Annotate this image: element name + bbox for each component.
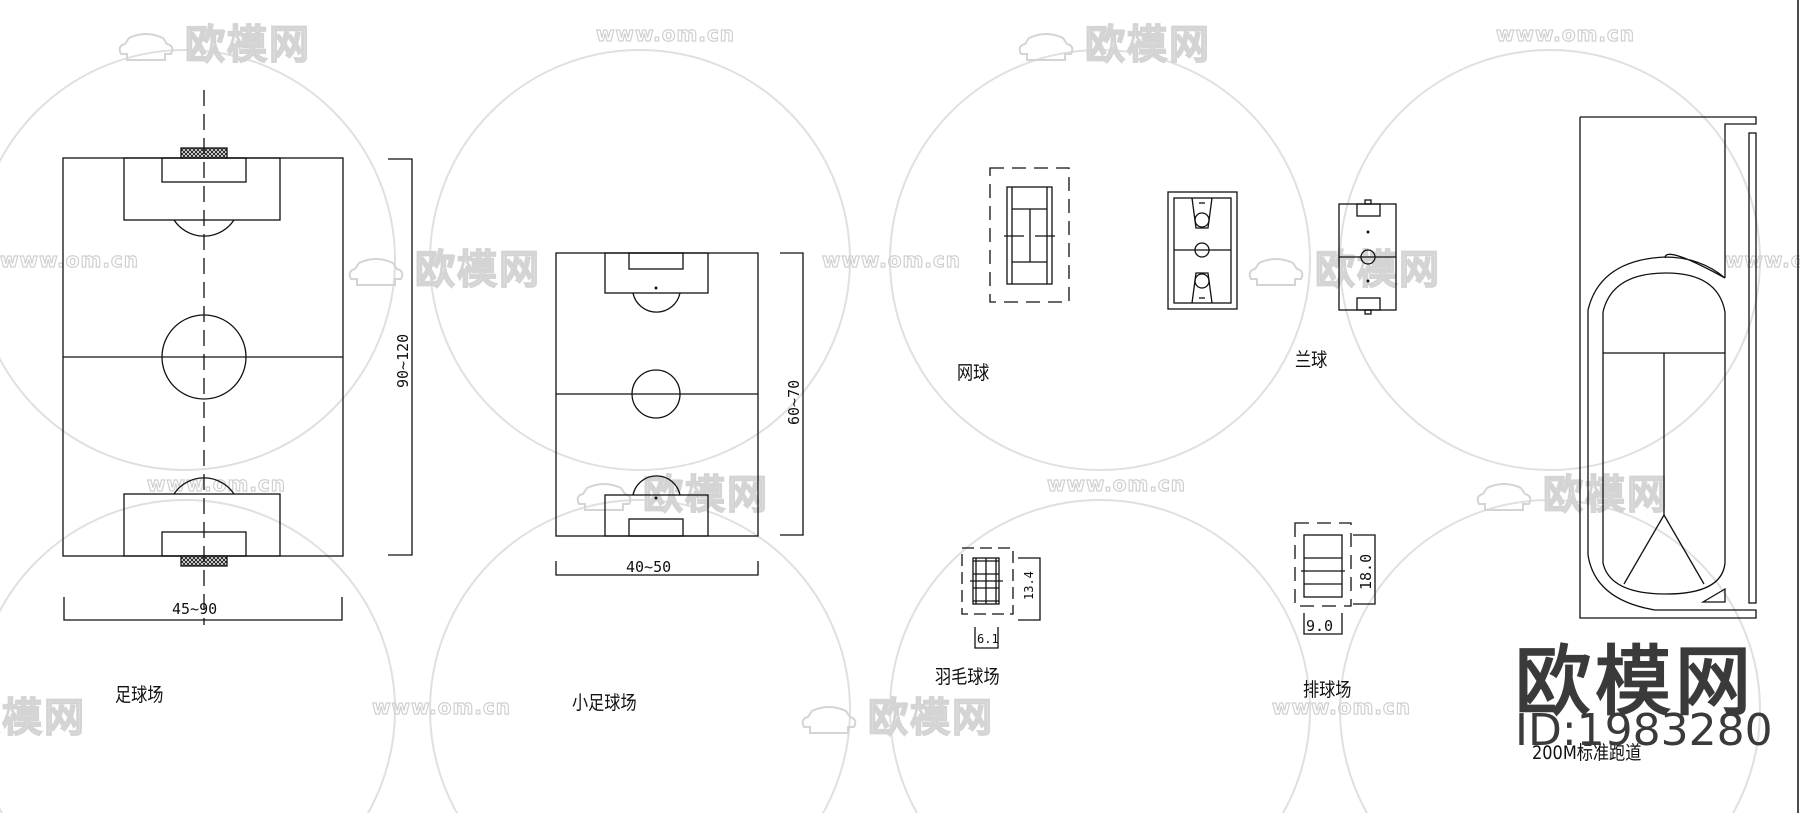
tennis-court (989, 167, 1070, 303)
track-200m (1579, 116, 1757, 619)
small-football-width-dim: 40~50 (626, 558, 672, 576)
volleyball-width-dim: 9.0 (1306, 617, 1334, 635)
badminton-length-dim: 13.4 (1022, 571, 1036, 600)
football-width-dim: 45~90 (172, 600, 218, 618)
small-football-label: 小足球场 (572, 692, 637, 714)
small-football-length-dim: 60~70 (785, 379, 803, 425)
badminton-width-dim: 6.1 (977, 632, 999, 646)
volleyball-label: 排球场 (1303, 679, 1352, 701)
badminton-court (961, 547, 1041, 649)
handball-court (1338, 199, 1397, 315)
football-label: 足球场 (115, 684, 164, 706)
brand-logo: 欧模网 (1515, 637, 1755, 726)
small-football-field (555, 252, 804, 576)
volleyball-length-dim: 18.0 (1357, 553, 1375, 590)
tennis-label: 网球 (957, 362, 990, 384)
football-length-dim: 90~120 (394, 333, 412, 388)
track-label: 200M标准跑道 (1532, 742, 1642, 764)
volleyball-court (1294, 522, 1376, 635)
handball-label: 兰球 (1295, 349, 1328, 371)
basketball-court (1167, 191, 1238, 310)
brand-id: ID:1983280 (1515, 705, 1773, 756)
football-field (62, 90, 413, 625)
badminton-label: 羽毛球场 (935, 666, 1000, 688)
